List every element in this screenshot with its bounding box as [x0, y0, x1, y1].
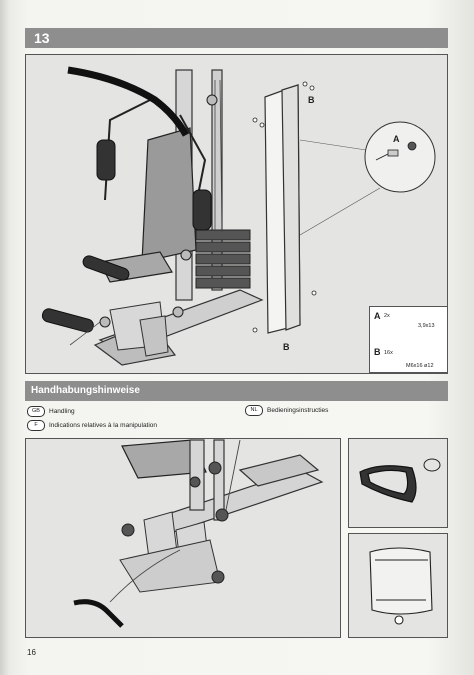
- weight-stack: [195, 229, 251, 289]
- lang-row-f: F Indications relatives à la manipulatio…: [27, 420, 157, 431]
- handling-column: [189, 439, 225, 521]
- lang-badge-f: F: [27, 420, 45, 431]
- foot-plate: [109, 301, 169, 357]
- handling-base: [148, 454, 324, 535]
- legend-b-size: M6x16 ø12: [406, 363, 434, 369]
- fastener-legend: A 2x 3,9x13 B 16x M6x16 ø12: [369, 306, 448, 373]
- step-header-bar: [25, 28, 448, 48]
- shroud-panel: [264, 84, 301, 334]
- detail-circle: [364, 121, 436, 193]
- lang-text-f: Indications relatives à la manipulation: [49, 422, 158, 429]
- handling-bar: [73, 599, 124, 628]
- handling-header-bar: [25, 381, 448, 401]
- handling-seat: [121, 439, 207, 479]
- handling-pulleys: [121, 461, 229, 584]
- legend-a-letter: A: [374, 311, 381, 321]
- lang-row-gb: GB Handling: [27, 406, 75, 417]
- handling-foot-plates: [119, 511, 221, 593]
- screw-markers: [252, 81, 317, 333]
- detail-leader-lines: [299, 139, 381, 236]
- handling-title: Handhabungshinweise: [31, 385, 140, 396]
- lang-badge-gb: GB: [27, 406, 45, 417]
- legend-a-qty: 2x: [384, 313, 390, 319]
- lang-badge-nl: NL: [245, 405, 263, 416]
- legend-a-size: 3,9x13: [418, 323, 435, 329]
- pulleys: [99, 94, 218, 328]
- legend-b-qty: 16x: [384, 350, 393, 356]
- handling-cable: [109, 439, 241, 603]
- press-handles: [96, 139, 212, 231]
- ankle-cuff-icon: [369, 547, 433, 625]
- callout-b-top: B: [308, 95, 315, 105]
- callout-b-bottom: B: [283, 342, 290, 352]
- step-number: 13: [34, 30, 50, 46]
- lang-text-gb: Handling: [49, 408, 75, 415]
- lat-bar: [67, 66, 190, 137]
- legend-b-letter: B: [374, 347, 381, 357]
- detail-screw: [375, 141, 417, 161]
- page-number: 16: [27, 648, 36, 657]
- page-binding-shadow: [0, 0, 10, 675]
- carabiner-icon: [423, 458, 441, 472]
- callout-a: A: [393, 134, 400, 144]
- lang-text-nl: Bedieningsinstructies: [267, 407, 329, 414]
- strap-icon: [359, 465, 417, 503]
- lang-row-nl: NL Bedieningsinstructies: [245, 405, 328, 416]
- leg-rollers: [41, 255, 130, 333]
